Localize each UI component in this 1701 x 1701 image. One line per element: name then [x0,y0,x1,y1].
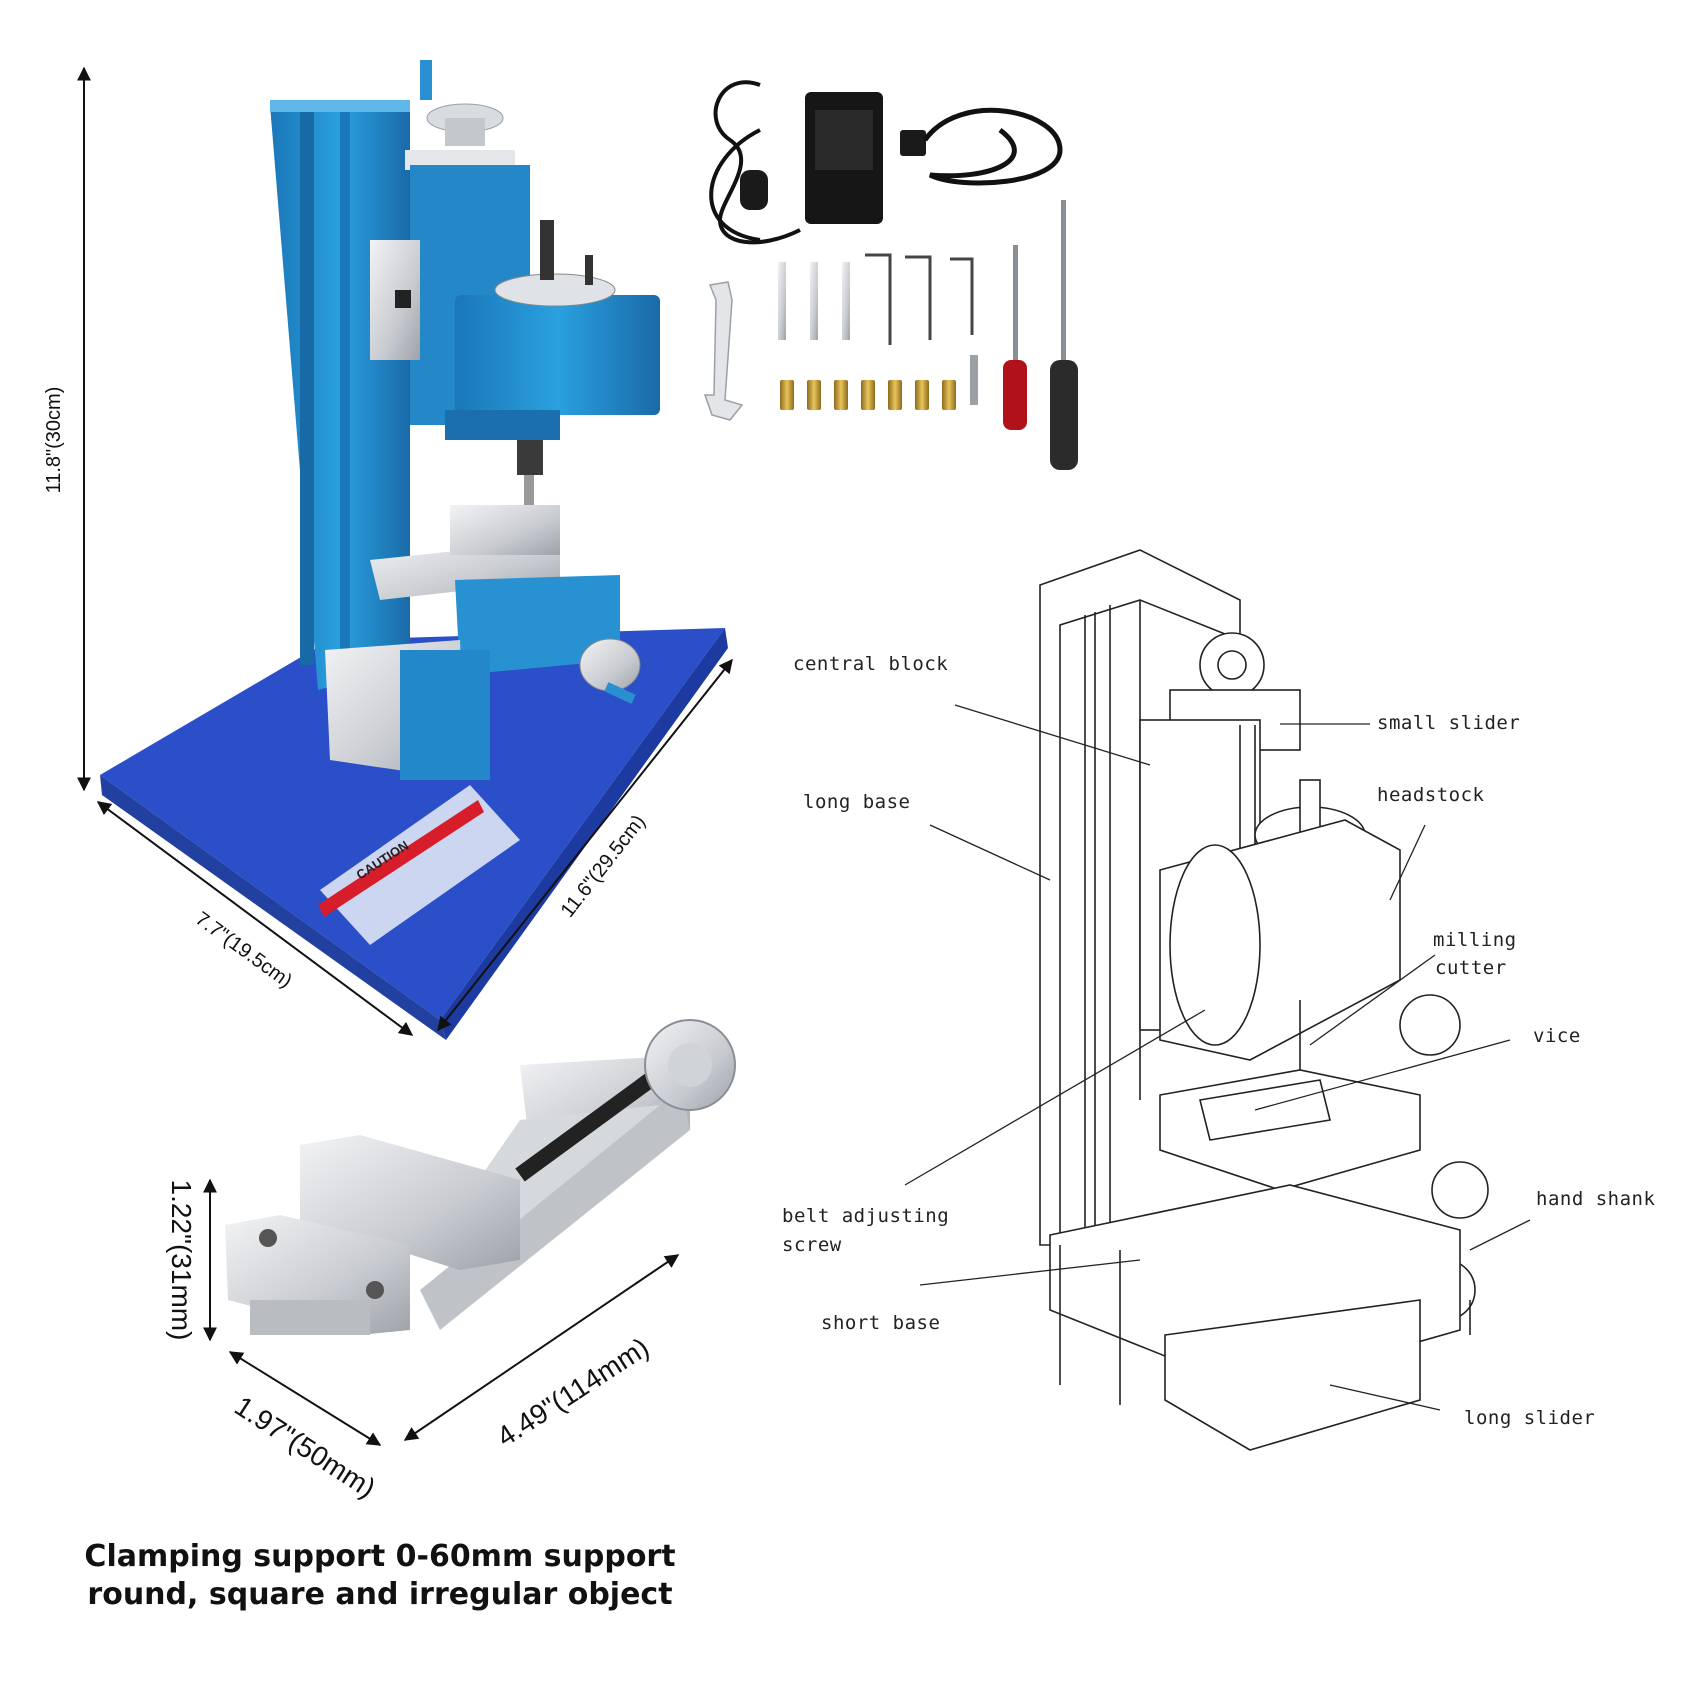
callout-milling-cutter-line1: milling [1433,929,1517,951]
vise-photo [225,1019,736,1335]
black-screwdriver [1050,360,1078,470]
accessories-photo [703,80,1078,470]
callout-small-slider: small slider [1377,712,1520,734]
callout-central-block: central block [793,653,948,675]
callout-hand-shank: hand shank [1536,1188,1655,1210]
callout-vice: vice [1533,1025,1581,1047]
callout-lines [904,704,1531,1411]
hex-key-2 [905,255,932,340]
callout-long-base: long base [803,791,910,813]
callout-long-slider: long slider [1464,1407,1595,1429]
end-mill-1 [778,262,786,340]
end-mill-3 [842,262,850,340]
caption: Clamping support 0-60mm support round, s… [70,1538,690,1614]
callout-milling-cutter-line2: cutter [1435,957,1507,979]
caption-line-1: Clamping support 0-60mm support [84,1539,676,1574]
vise-width-label: 1.97"(50mm) [229,1390,381,1504]
wrench [703,281,744,421]
vise-height-label: 1.22"(31mm) [166,1180,197,1341]
hex-key-1 [865,253,892,345]
callout-short-base: short base [821,1312,940,1334]
vise-length-label: 4.49"(114mm) [491,1332,654,1453]
headstock-photo [455,295,660,415]
caption-line-2: round, square and irregular object [87,1577,673,1612]
hex-key-3 [950,257,974,335]
milling-machine-photo: CAUTION [100,60,728,1040]
red-screwdriver [1003,360,1027,430]
power-plug [900,130,926,156]
dimension-height: 11.8"(30cm) [43,66,91,792]
end-mill-2 [810,262,818,340]
collets [780,380,956,410]
dimension-vise-height: 1.22"(31mm) [166,1178,217,1342]
callout-belt-adjusting-line1: belt adjusting [782,1205,949,1227]
dimension-vise-width: 1.97"(50mm) [228,1351,382,1504]
callout-belt-adjusting-line2: screw [782,1234,842,1256]
height-label: 11.8"(30cm) [43,387,65,494]
callout-headstock: headstock [1377,784,1485,806]
line-drawing [1039,549,1489,1451]
inline-switch [740,170,768,210]
